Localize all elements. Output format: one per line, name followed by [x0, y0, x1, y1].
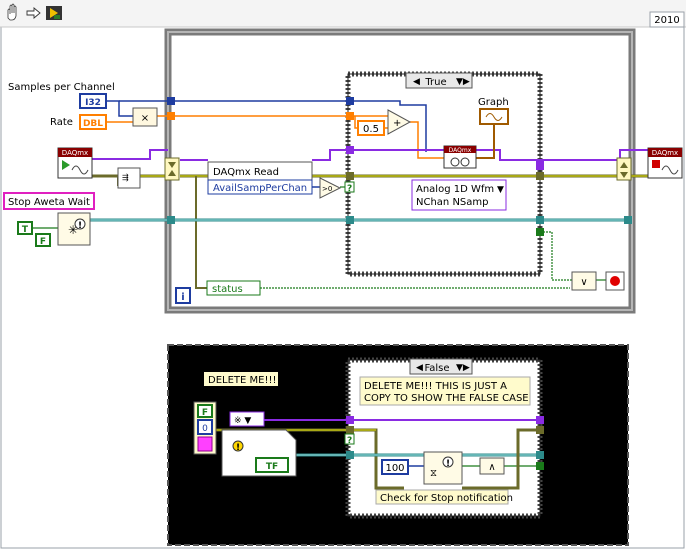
daqmx-task-out-terminal[interactable]: DAQmx [647, 147, 683, 179]
svg-text:F: F [40, 237, 46, 247]
svg-text:×: × [141, 113, 149, 124]
stop-aweta-wait-terminal[interactable]: Stop Aweta Wait [3, 192, 95, 210]
svg-text:100: 100 [385, 463, 404, 474]
svg-text:⧖: ⧖ [430, 468, 437, 479]
svg-text:Check for Stop notification: Check for Stop notification [380, 493, 513, 504]
stop-aweta-wait-label: Stop Aweta Wait [8, 197, 90, 208]
svg-text:▼▶: ▼▶ [456, 363, 470, 373]
svg-text:status: status [212, 284, 243, 295]
svg-text:DAQmx: DAQmx [652, 149, 678, 157]
case-selector-terminal[interactable]: ? [344, 181, 355, 194]
svg-text:TF: TF [266, 462, 278, 472]
iteration-terminal: i [175, 287, 191, 304]
daqmx-timing-node[interactable]: DAQmx [443, 145, 477, 169]
arrow-icon[interactable] [26, 7, 41, 19]
svg-text:◀: ◀ [416, 363, 423, 373]
svg-text:DAQmx: DAQmx [62, 149, 88, 157]
lower-or-node[interactable]: ∧ [479, 457, 505, 475]
waveform-type-selector[interactable]: Analog 1D Wfm NChan NSamp ▼ [411, 179, 507, 211]
svg-text:◀: ◀ [413, 77, 420, 87]
rate-terminal[interactable]: DBL [79, 114, 107, 130]
svg-text:0.5: 0.5 [363, 124, 379, 135]
false-case-note: DELETE ME!!! THIS IS JUST A COPY TO SHOW… [359, 376, 531, 406]
svg-text:?: ? [347, 184, 352, 194]
year-tab[interactable]: 2010 [649, 11, 685, 28]
svg-text:>0: >0 [322, 185, 332, 193]
svg-text:DAQmx: DAQmx [449, 147, 472, 154]
svg-text:DAQmx Read: DAQmx Read [213, 167, 279, 178]
toolbar [0, 0, 686, 27]
or-node[interactable]: ∨ [571, 271, 597, 291]
false-constant[interactable]: F [35, 233, 51, 247]
svg-text:DELETE ME!!! THIS IS JUST A: DELETE ME!!! THIS IS JUST A [364, 381, 507, 392]
svg-text:!: ! [78, 221, 82, 231]
svg-text:DELETE ME!!!: DELETE ME!!! [208, 375, 277, 386]
svg-text:▼▶: ▼▶ [456, 77, 470, 87]
greater-than-zero-node[interactable]: >0 [319, 177, 342, 199]
svg-text:∨: ∨ [580, 277, 587, 288]
status-unbundle[interactable]: status [206, 280, 261, 296]
daqmx-task-in-terminal[interactable]: DAQmx [57, 147, 93, 179]
svg-text:⇶: ⇶ [122, 173, 129, 182]
svg-text:✳: ✳ [68, 223, 78, 237]
svg-text:0: 0 [202, 424, 208, 434]
add-node[interactable]: + [387, 109, 412, 135]
daqmx-read-node[interactable]: DAQmx Read AvailSampPerChan [207, 161, 313, 195]
svg-text:!: ! [236, 443, 240, 453]
timeout-constant[interactable]: 100 [381, 459, 409, 475]
case-structure-true[interactable]: ◀ True ▼▶ [345, 71, 543, 277]
run-arrow-icon[interactable] [46, 6, 62, 20]
check-stop-label: Check for Stop notification [375, 489, 513, 505]
bundle-node[interactable]: ⇶ [117, 167, 141, 189]
case-selector-label: True [424, 77, 446, 88]
rate-label: Rate [50, 117, 73, 128]
graph-terminal[interactable]: Graph [478, 97, 509, 125]
graph-label: Graph [478, 97, 509, 108]
svg-text:I32: I32 [85, 98, 101, 108]
loop-tunnels [164, 97, 632, 236]
send-notification-subvi[interactable]: ! TF [221, 429, 297, 477]
svg-text:T: T [22, 225, 29, 235]
year-label: 2010 [654, 15, 679, 26]
refnum-selector[interactable]: ※ ▼ [229, 411, 265, 427]
svg-text:?: ? [347, 436, 352, 446]
svg-text:!: ! [446, 459, 450, 469]
multiply-node[interactable]: × [132, 107, 158, 127]
false-case-selector-label: False [424, 363, 449, 374]
svg-text:AvailSampPerChan: AvailSampPerChan [213, 183, 307, 194]
wait-on-notification-node[interactable]: ⧖ ! [423, 451, 463, 485]
svg-text:Analog 1D Wfm: Analog 1D Wfm [416, 184, 494, 195]
svg-text:DBL: DBL [83, 119, 103, 129]
half-constant[interactable]: 0.5 [357, 120, 385, 136]
hand-icon[interactable] [7, 3, 17, 21]
svg-text:+: + [393, 118, 401, 129]
svg-text:i: i [181, 292, 184, 303]
samples-per-channel-label: Samples per Channel [8, 82, 115, 93]
svg-text:COPY TO SHOW THE FALSE CASE: COPY TO SHOW THE FALSE CASE [364, 393, 529, 404]
lower-tunnels [346, 416, 544, 470]
lower-case-selector-terminal[interactable]: ? [344, 433, 355, 446]
samples-per-channel-terminal[interactable]: I32 [79, 93, 107, 109]
svg-text:NChan NSamp: NChan NSamp [416, 197, 489, 208]
bool-array-cluster[interactable]: F 0 [193, 401, 217, 455]
svg-text:F: F [202, 408, 208, 418]
svg-text:∧: ∧ [488, 462, 495, 473]
obtain-notifier-node[interactable]: ✳ ! [57, 212, 91, 246]
svg-text:▼: ▼ [497, 185, 504, 195]
svg-text:※ ▼: ※ ▼ [234, 416, 251, 426]
delete-me-note: DELETE ME!!! [204, 372, 278, 386]
stop-condition-terminal[interactable] [605, 271, 625, 291]
true-constant[interactable]: T [17, 221, 33, 235]
